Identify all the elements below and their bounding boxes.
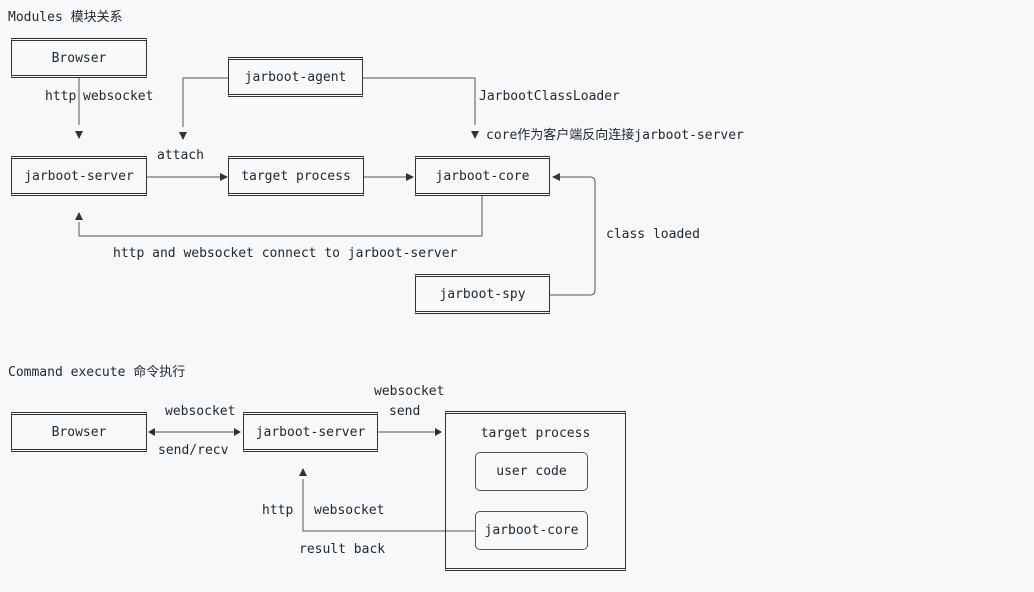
command-heading: Command execute 命令执行 [8, 365, 186, 380]
jarboot-spy-box: jarboot-spy [415, 274, 550, 314]
label-result-back: result back [299, 542, 386, 557]
arrowhead-target-core [406, 173, 414, 181]
label-websocket: websocket [83, 89, 154, 104]
arrowhead-agent-core [471, 131, 479, 139]
arrowhead-browser-left [148, 428, 155, 436]
line-spy-to-core [550, 176, 596, 296]
arrowhead-server-right [234, 428, 241, 436]
label-websocket-top: websocket [165, 404, 236, 419]
target-process-box: target process [228, 156, 364, 196]
arrowhead-attach [179, 132, 187, 140]
jarboot-core-box: jarboot-core [415, 156, 550, 196]
cmd-browser-box: Browser [11, 412, 147, 452]
label-classloader: JarbootClassLoader [479, 89, 620, 104]
label-websocket-send-2: send [389, 404, 421, 419]
browser-box: Browser [11, 38, 147, 78]
arrowhead-target-cmd [435, 428, 442, 436]
label-reverse-connect: core作为客户端反向连接jarboot-server [486, 128, 744, 143]
arrowhead-browser-server [75, 131, 83, 139]
label-send-recv: send/recv [158, 443, 229, 458]
line-agent-to-core [363, 77, 476, 125]
cmd-target-process-box: target process [445, 411, 626, 571]
arrowhead-server-target [220, 173, 228, 181]
line-agent-to-attach [182, 77, 228, 127]
line-core-to-server-cmd [302, 479, 475, 532]
arrowhead-core-server [75, 212, 83, 220]
line-core-to-server [78, 196, 483, 237]
label-websocket-send-1: websocket [374, 384, 445, 399]
arrowhead-spy-core [552, 173, 560, 181]
label-attach: attach [157, 148, 204, 163]
label-cmd-websocket: websocket [314, 503, 385, 518]
arrowhead-result-back [299, 468, 307, 476]
cmd-target-process-label: target process [480, 426, 591, 441]
label-class-loaded: class loaded [606, 227, 700, 242]
cmd-jarboot-core-box: jarboot-core [475, 511, 588, 550]
jarboot-server-box: jarboot-server [11, 156, 147, 196]
label-cmd-http: http [262, 503, 294, 518]
label-http-ws-connect: http and websocket connect to jarboot-se… [113, 246, 458, 261]
user-code-box: user code [475, 452, 588, 491]
jarboot-agent-box: jarboot-agent [228, 57, 363, 97]
cmd-jarboot-server-box: jarboot-server [243, 412, 378, 452]
label-http: http [45, 89, 77, 104]
modules-heading: Modules 模块关系 [8, 10, 123, 25]
